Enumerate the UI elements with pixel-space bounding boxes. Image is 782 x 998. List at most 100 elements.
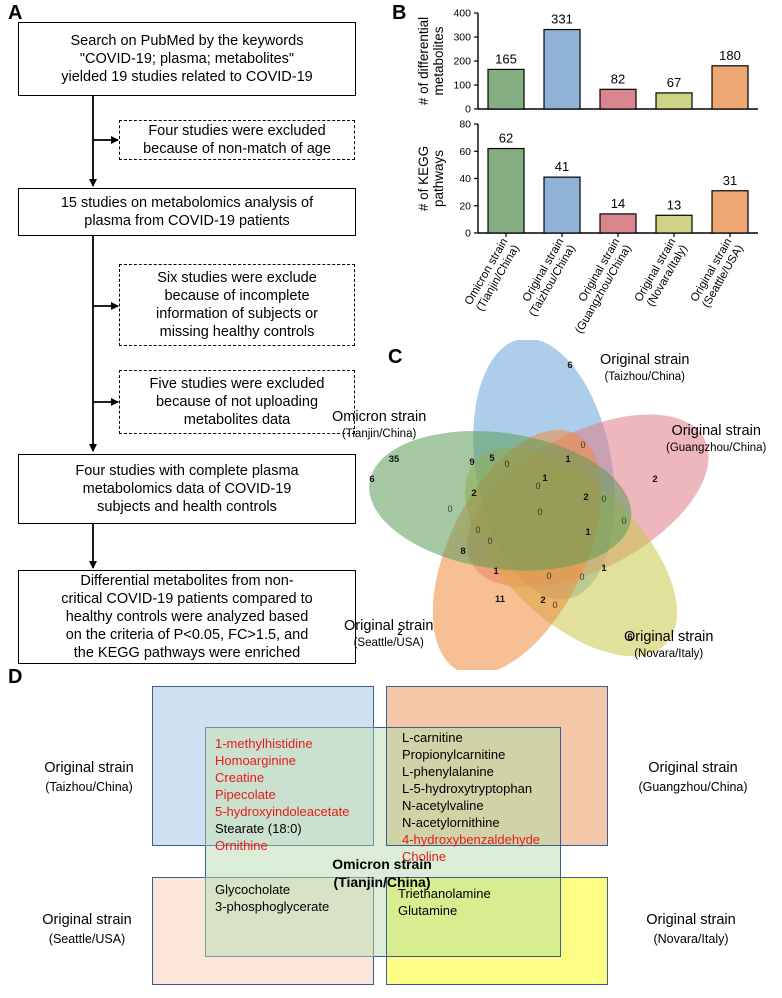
venn-label-seattle-loc: (Seattle/USA) — [353, 637, 424, 649]
venn-label-novara-loc: (Novara/Italy) — [634, 648, 704, 660]
d-label-taizhou-loc: (Taizhou/China) — [45, 780, 133, 794]
omicron-taizhou-overlap — [205, 727, 374, 846]
venn-count: 5 — [489, 453, 495, 464]
metabolomics-line-2: plasma from COVID-19 patients — [84, 213, 290, 229]
metabolomics-box: 15 studies on metabolomics analysis of p… — [18, 188, 356, 236]
venn-label-omicron-name: Omicron strain — [332, 409, 427, 425]
panel-letter-c: C — [388, 346, 403, 368]
excl-incomplete-line-3: information of subjects or — [156, 306, 318, 322]
venn-count: 2 — [471, 488, 476, 499]
metabolite-name: 5-hydroxyindoleacetate — [215, 804, 350, 819]
bar-value-label: 62 — [499, 131, 513, 146]
venn-label-seattle-name: Original strain — [344, 618, 434, 634]
four-studies-line-2: metabolomics data of COVID-19 — [82, 481, 292, 497]
bar — [599, 88, 637, 110]
bar-value-label: 13 — [667, 197, 681, 212]
bar — [543, 28, 581, 110]
venn-count: 0 — [504, 459, 509, 469]
d-label-novara-name: Original strain — [646, 912, 736, 928]
bar — [711, 65, 749, 110]
differential-line-3: healthy controls were analyzed based — [65, 609, 309, 625]
bar — [655, 214, 693, 234]
bar-value-label: 14 — [611, 196, 625, 211]
excl-incomplete-line-2: because of incomplete — [164, 288, 310, 304]
venn-count: 0 — [621, 516, 626, 526]
differential-line-2: critical COVID-19 patients compared to — [61, 591, 313, 607]
y-axis-label: # of KEGGpathways — [416, 146, 446, 211]
search-line-1: Search on PubMed by the keywords — [70, 33, 304, 49]
d-label-seattle-loc: (Seattle/USA) — [48, 932, 126, 946]
y-tick-label: 0 — [465, 228, 471, 240]
exclusion-box-incomplete: Six studies were exclude because of inco… — [119, 264, 355, 346]
venn-count: 11 — [495, 594, 506, 605]
omicron-guangzhou-overlap — [386, 727, 561, 846]
y-tick-label: 400 — [453, 8, 471, 20]
venn-label-seattle: Original strain (Seattle/USA) — [344, 618, 433, 652]
differential-box: Differential metabolites from non- criti… — [18, 570, 356, 664]
metabolite-name: N-acetylvaline — [402, 798, 484, 813]
bar — [711, 190, 749, 234]
four-studies-line-3: subjects and health controls — [97, 499, 277, 515]
metabolite-name: L-phenylalanine — [402, 764, 494, 779]
bar — [487, 147, 525, 234]
y-tick-label: 40 — [459, 173, 471, 185]
panel-letter-a: A — [8, 2, 23, 24]
search-box-text: Search on PubMed by the keywords "COVID-… — [61, 32, 312, 86]
venn-count: 1 — [585, 527, 591, 538]
search-line-3: yielded 19 studies related to COVID-19 — [61, 69, 313, 85]
x-tick-label: Omicron strain(Tianjin/China) — [463, 236, 522, 313]
bar-value-label: 165 — [495, 51, 517, 66]
venn-count: 0 — [475, 525, 480, 535]
venn-count: 6 — [567, 360, 572, 371]
d-label-novara: Original strain (Novara/Italy) — [616, 911, 766, 949]
venn-count: 0 — [537, 507, 542, 517]
venn-count: 0 — [580, 440, 585, 450]
novara-metabolite: Triethanolamine — [398, 886, 491, 901]
venn-label-guangzhou: Original strain (Guangzhou/China) — [666, 423, 766, 457]
venn-label-novara: Original strain (Novara/Italy) — [624, 629, 713, 663]
y-tick-label: 20 — [459, 200, 471, 212]
metabolite-name: 1-methylhistidine — [215, 736, 313, 751]
seattle-metabolite: Glycocholate — [215, 882, 291, 897]
venn-label-taizhou-loc: (Taizhou/China) — [604, 371, 685, 383]
y-tick-label: 80 — [459, 119, 471, 131]
bar — [655, 92, 693, 110]
bar-value-label: 180 — [719, 48, 741, 63]
venn-label-guangzhou-name: Original strain — [671, 423, 761, 439]
four-studies-line-1: Four studies with complete plasma — [75, 463, 299, 479]
x-tick-label: Original strain(Seattle/USA) — [689, 236, 746, 310]
bar-value-label: 67 — [667, 75, 681, 90]
venn-count: 1 — [565, 454, 571, 465]
bar-value-label: 331 — [551, 12, 573, 27]
y-tick-label: 60 — [459, 146, 471, 158]
venn-count: 1 — [493, 566, 499, 577]
venn-label-novara-name: Original strain — [624, 629, 714, 645]
venn-label-taizhou-name: Original strain — [600, 352, 690, 368]
bar — [599, 213, 637, 234]
metabolite-name: Propionylcarnitine — [402, 747, 506, 762]
differential-line-4: on the criteria of P<0.05, FC>1.5, and — [65, 627, 309, 643]
excl-incomplete-line-4: missing healthy controls — [159, 324, 315, 340]
d-label-guangzhou-name: Original strain — [648, 760, 738, 776]
novara-metabolite-list: Triethanolamine Glutamine — [398, 885, 491, 919]
y-tick-label: 0 — [465, 104, 471, 116]
venn-count: 8 — [460, 546, 465, 557]
metabolite-name: L-5-hydroxytryptophan — [402, 781, 533, 796]
differential-line-1: Differential metabolites from non- — [80, 573, 294, 589]
venn-count: 0 — [552, 600, 557, 610]
bar-value-label: 41 — [555, 159, 569, 174]
metabolite-name: L-carnitine — [402, 730, 463, 745]
excl-age-line-1: Four studies were excluded — [148, 123, 326, 139]
metabolite-name: Pipecolate — [215, 787, 276, 802]
seattle-metabolite-list: Glycocholate 3-phosphoglycerate — [215, 881, 329, 915]
excl-upload-line-3: metabolites data — [183, 412, 291, 428]
excl-incomplete-line-1: Six studies were exclude — [157, 270, 317, 286]
venn-count: 0 — [447, 504, 452, 514]
venn-ellipses — [369, 340, 709, 670]
venn-count: 0 — [546, 571, 551, 581]
panel-letter-b: B — [392, 2, 407, 24]
venn-label-guangzhou-loc: (Guangzhou/China) — [666, 442, 767, 454]
